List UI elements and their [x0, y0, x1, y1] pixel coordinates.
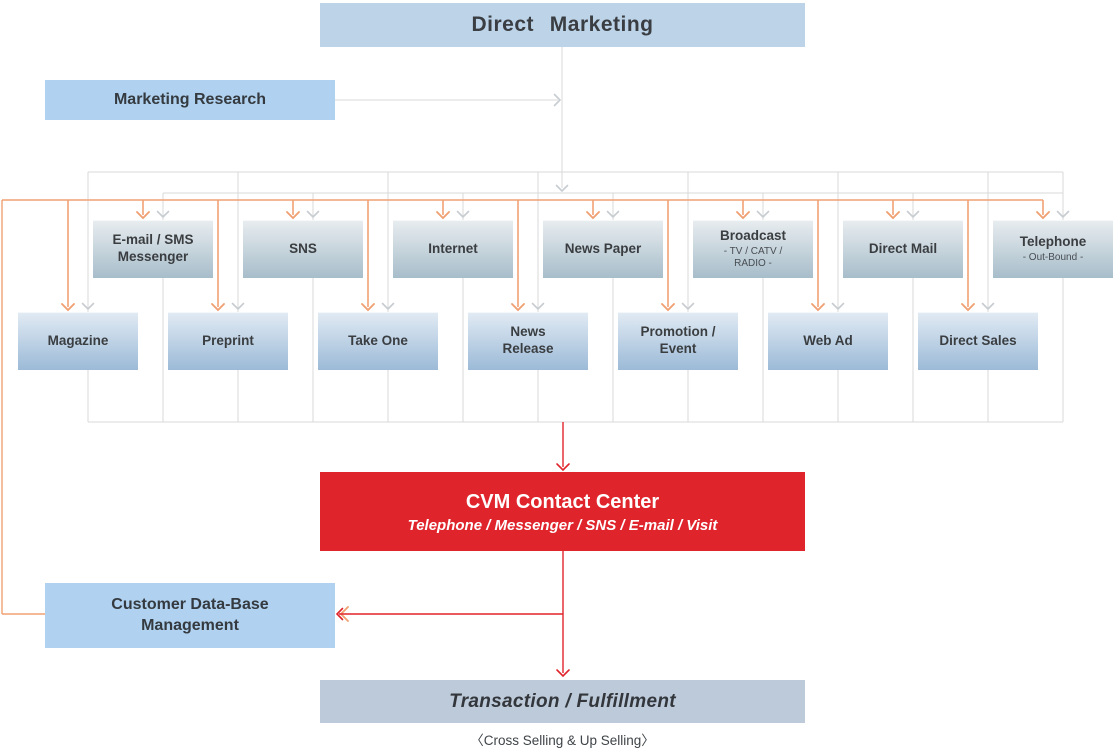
node-cvm-contact-center: CVM Contact Center Telephone / Messenger…	[320, 472, 805, 551]
customer-database-label: Customer Data-Base Management	[111, 595, 269, 634]
channel-label: Direct Sales	[939, 332, 1017, 348]
channel-email-sms-messenger: E-mail / SMS Messenger	[93, 220, 213, 278]
channel-label: SNS	[289, 240, 317, 256]
node-marketing-research: Marketing Research	[45, 80, 335, 120]
channel-sns: SNS	[243, 220, 363, 278]
transaction-label: Transaction / Fulfillment	[449, 690, 676, 712]
marketing-research-label: Marketing Research	[113, 90, 267, 108]
channel-news-paper: News Paper	[543, 220, 663, 278]
channel-broadcast: Broadcast - TV / CATV / RADIO -	[693, 220, 813, 278]
channel-magazine: Magazine	[18, 312, 138, 370]
node-transaction-fulfillment: Transaction / Fulfillment	[320, 680, 805, 723]
channel-direct-sales: Direct Sales	[918, 312, 1038, 370]
node-direct-marketing: Direct Marketing	[320, 3, 805, 47]
channel-label: Broadcast	[719, 228, 787, 244]
channel-label: Preprint	[202, 332, 254, 348]
red-flow	[335, 422, 570, 678]
cvm-subtitle: Telephone / Messenger / SNS / E-mail / V…	[407, 516, 718, 534]
channel-label: Web Ad	[803, 332, 853, 348]
channel-sublabel: - TV / CATV / RADIO -	[723, 245, 783, 269]
channel-web-ad: Web Ad	[768, 312, 888, 370]
channel-preprint: Preprint	[168, 312, 288, 370]
channel-label: E-mail / SMS Messenger	[112, 232, 194, 264]
channel-label: News Paper	[564, 240, 642, 256]
direct-marketing-label: Direct Marketing	[471, 13, 654, 36]
channel-label: News Release	[502, 324, 554, 356]
channel-take-one: Take One	[318, 312, 438, 370]
channel-label: Telephone	[1019, 234, 1087, 250]
caption-label: 〈Cross Selling & Up Selling〉	[470, 733, 655, 748]
channel-news-release: News Release	[468, 312, 588, 370]
channel-label: Magazine	[47, 332, 109, 348]
channel-internet: Internet	[393, 220, 513, 278]
channel-direct-mail: Direct Mail	[843, 220, 963, 278]
orange-distribution	[1, 199, 1050, 622]
channel-promotion-event: Promotion / Event	[618, 312, 738, 370]
channel-telephone-outbound: Telephone - Out-Bound -	[993, 220, 1113, 278]
channel-label: Promotion / Event	[640, 324, 716, 356]
channel-sublabel: - Out-Bound -	[1022, 251, 1084, 263]
channel-label: Internet	[428, 240, 478, 256]
caption-cross-up-selling: 〈Cross Selling & Up Selling〉	[320, 729, 805, 749]
cvm-title: CVM Contact Center	[465, 490, 660, 513]
channel-label: Direct Mail	[868, 240, 938, 256]
channel-label: Take One	[348, 332, 408, 348]
node-customer-database-management: Customer Data-Base Management	[45, 583, 335, 648]
